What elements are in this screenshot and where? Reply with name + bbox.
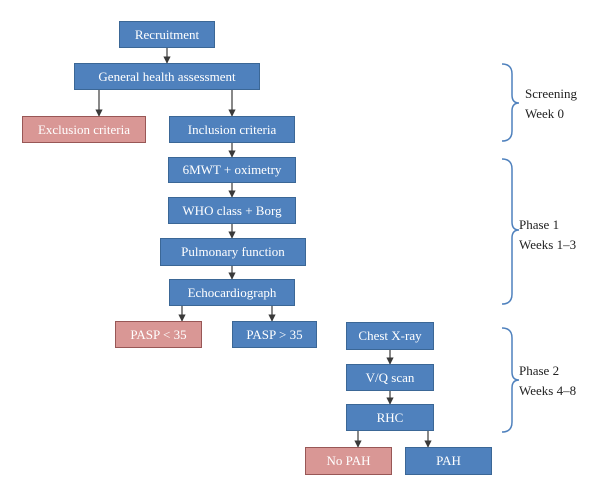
phase-weeks: Week 0 [525, 106, 565, 121]
phase-weeks: Weeks 4–8 [519, 383, 577, 398]
node-recruitment: Recruitment [119, 21, 215, 48]
bracket-phase-1 [501, 158, 520, 305]
node-vq-scan: V/Q scan [346, 364, 434, 391]
node-pasp-above-35: PASP > 35 [232, 321, 317, 348]
node-6mwt-oximetry: 6MWT + oximetry [168, 157, 296, 183]
phase-label-phase-1: Phase 1 Weeks 1–3 [519, 215, 576, 255]
phase-weeks: Weeks 1–3 [519, 237, 577, 252]
bracket-phase-2 [501, 327, 520, 433]
node-pah: PAH [405, 447, 492, 475]
phase-name: Phase 1 [519, 217, 560, 232]
phase-label-phase-2: Phase 2 Weeks 4–8 [519, 361, 576, 401]
node-pulmonary-function: Pulmonary function [160, 238, 306, 266]
connectors [95, 48, 432, 448]
phase-label-screening: Screening Week 0 [525, 84, 577, 124]
node-rhc: RHC [346, 404, 434, 431]
bracket-screening [501, 63, 520, 142]
node-pasp-below-35: PASP < 35 [115, 321, 202, 348]
phase-name: Screening [525, 86, 577, 101]
node-who-class-borg: WHO class + Borg [168, 197, 296, 224]
node-no-pah: No PAH [305, 447, 392, 475]
phase-name: Phase 2 [519, 363, 560, 378]
phase-brackets [501, 63, 520, 433]
node-exclusion-criteria: Exclusion criteria [22, 116, 146, 143]
node-chest-xray: Chest X-ray [346, 322, 434, 350]
node-inclusion-criteria: Inclusion criteria [169, 116, 295, 143]
node-general-health-assessment: General health assessment [74, 63, 260, 90]
node-echocardiograph: Echocardiograph [169, 279, 295, 306]
